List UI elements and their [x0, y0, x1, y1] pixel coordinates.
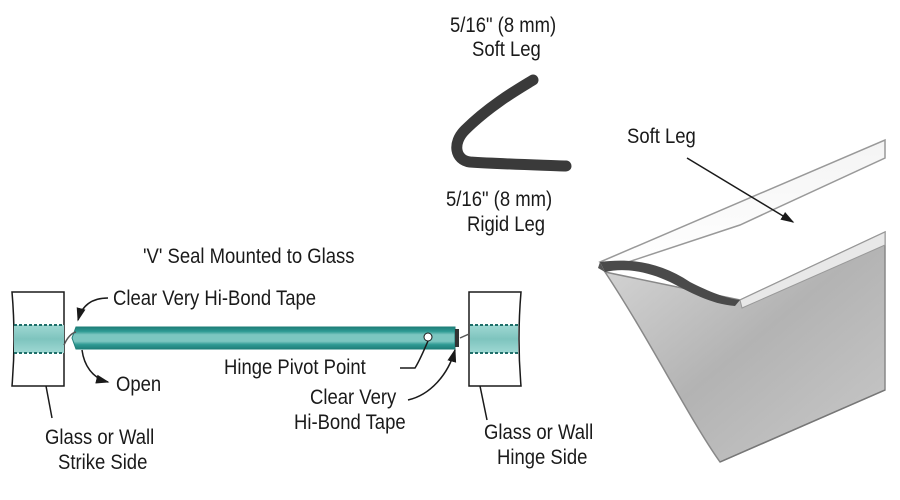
mount-diagram-title: 'V' Seal Mounted to Glass [143, 245, 355, 268]
strike-side-label-line2: Strike Side [58, 451, 148, 474]
rigid-leg-dimension: 5/16" (8 mm) [446, 188, 553, 211]
soft-leg-callout-arrow [686, 157, 795, 223]
v-seal-profile-icon [451, 74, 572, 172]
soft-leg-label: Soft Leg [472, 38, 541, 61]
open-label: Open [116, 373, 162, 396]
v-seal-product-rendering [598, 138, 886, 463]
product-soft-leg-label: Soft Leg [627, 125, 696, 148]
tape-right-label-line2: Hi-Bond Tape [294, 411, 406, 434]
glass-door-bar [71, 326, 459, 350]
tape-right-label-line1: Clear Very [310, 386, 397, 409]
hinge-pivot-label: Hinge Pivot Point [224, 356, 366, 379]
strike-side-label-line1: Glass or Wall [45, 426, 155, 449]
rigid-leg-label: Rigid Leg [467, 213, 546, 236]
hinge-side-label-line2: Hinge Side [497, 446, 588, 469]
soft-leg-dimension: 5/16" (8 mm) [450, 14, 557, 37]
tape-left-label: Clear Very Hi-Bond Tape [113, 287, 317, 310]
hinge-side-glass-panel [459, 291, 522, 387]
strike-side-glass-panel [11, 291, 65, 387]
hinge-side-label-line1: Glass or Wall [484, 421, 594, 444]
